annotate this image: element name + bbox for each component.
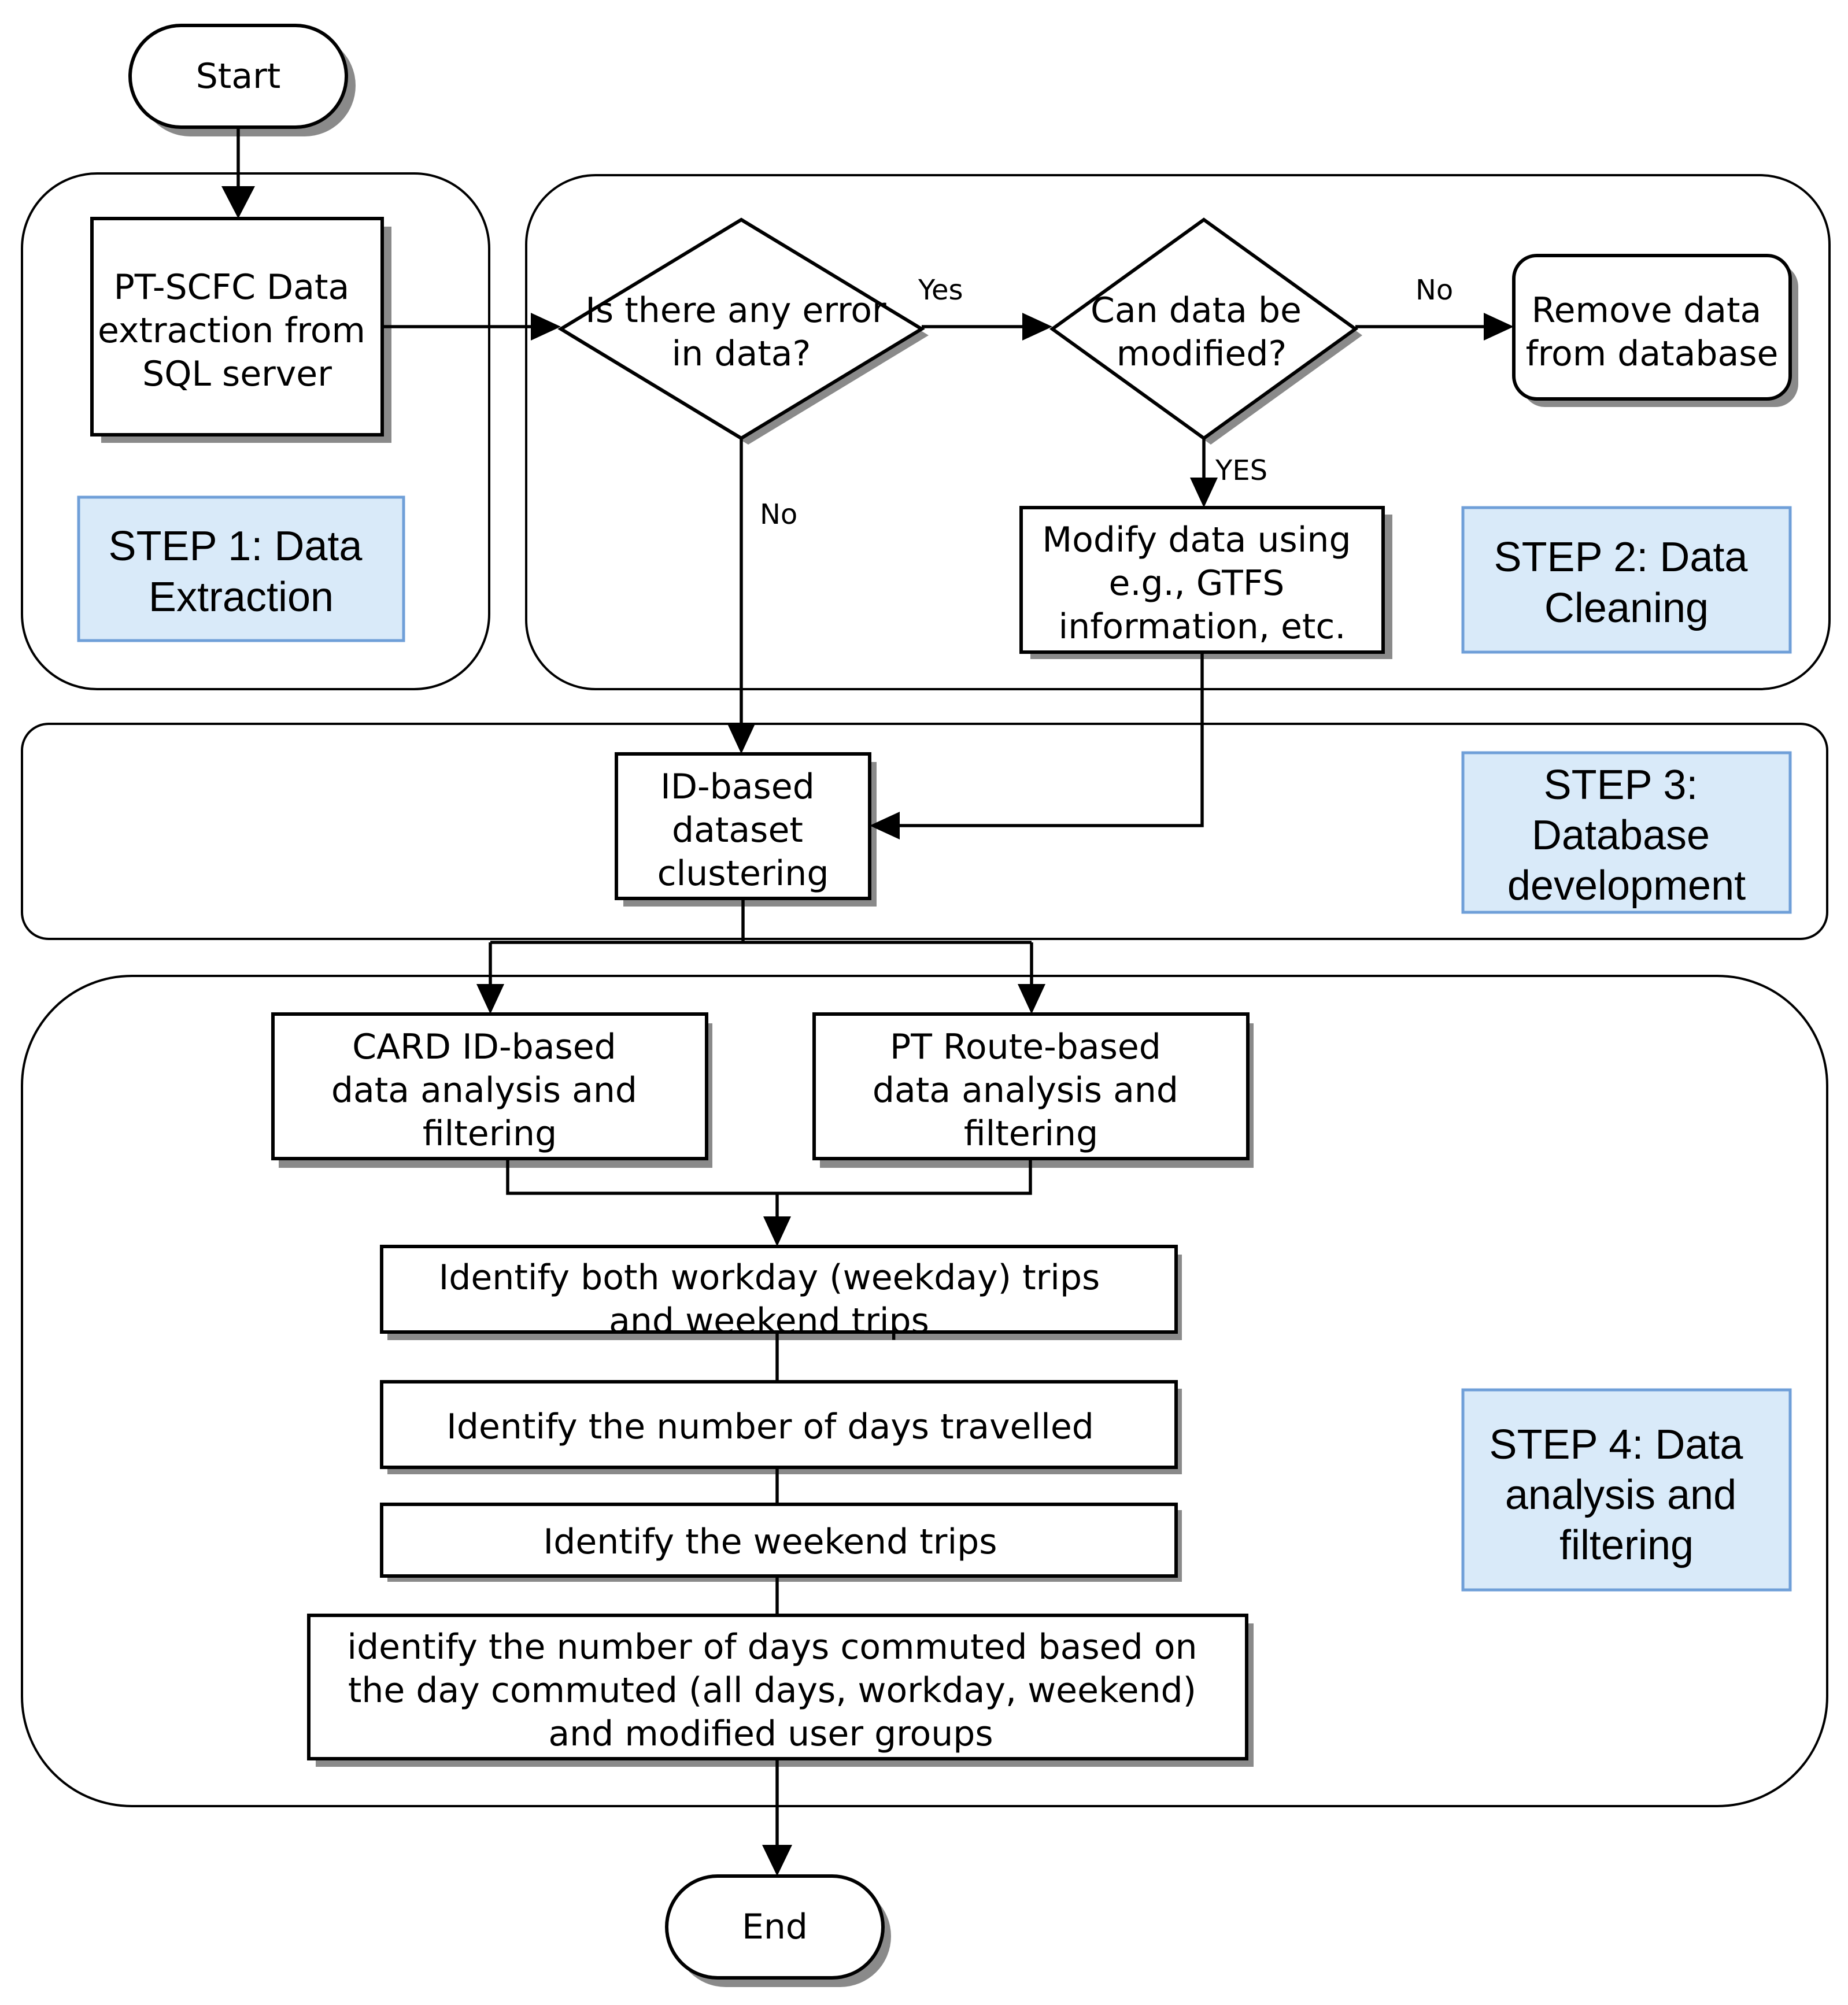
error-check-label: Is there any error in data? bbox=[585, 290, 897, 374]
connector-merge bbox=[506, 1159, 1032, 1195]
arrowhead-modify-cluster bbox=[870, 812, 900, 839]
end-node bbox=[665, 1874, 885, 1980]
connectors bbox=[236, 127, 1496, 1859]
identify-weekend-label: Identify the weekend trips bbox=[544, 1522, 997, 1562]
identify-commute-process bbox=[307, 1614, 1248, 1760]
arrowhead-modify-yes bbox=[1190, 478, 1218, 508]
identify-weekend-process bbox=[380, 1503, 1178, 1578]
step4-label-box bbox=[1461, 1388, 1792, 1592]
modify-data-process bbox=[1019, 506, 1385, 654]
step2-label-box bbox=[1461, 506, 1792, 654]
step3-label-box bbox=[1461, 751, 1792, 914]
connector-modify-cluster bbox=[887, 652, 1204, 827]
edge-label-modify-yes: YES bbox=[1215, 454, 1267, 487]
identify-commute-label: identify the number of days commuted bas… bbox=[347, 1627, 1208, 1754]
arrowhead-route-analysis bbox=[1018, 984, 1045, 1014]
arrowhead-end bbox=[762, 1845, 792, 1876]
edge-label-error-no: No bbox=[760, 498, 797, 531]
cluster-label: ID-based dataset clustering bbox=[657, 767, 829, 894]
arrowhead-start-extract bbox=[221, 186, 255, 219]
route-analysis-label: PT Route-based data analysis and filteri… bbox=[873, 1027, 1189, 1154]
route-analysis-process bbox=[812, 1012, 1250, 1160]
arrowhead-error-no bbox=[727, 724, 755, 754]
arrowhead-extract-error bbox=[531, 313, 561, 341]
stage3-container bbox=[21, 723, 1828, 940]
extract-label: PT-SCFC Data extraction from SQL server bbox=[98, 267, 376, 394]
card-analysis-label: CARD ID-based data analysis and filterin… bbox=[331, 1027, 648, 1154]
identify-days-process bbox=[380, 1380, 1178, 1469]
step1-label-box bbox=[77, 495, 405, 642]
arrowheads bbox=[221, 186, 1514, 1876]
identify-days-label: Identify the number of days travelled bbox=[446, 1407, 1094, 1447]
arrowhead-modify-no bbox=[1484, 313, 1514, 341]
cluster-process bbox=[615, 752, 871, 900]
step1-label: STEP 1: Data Extraction bbox=[109, 523, 374, 620]
end-label: End bbox=[742, 1907, 808, 1947]
card-analysis-process bbox=[271, 1012, 708, 1160]
edge-label-modify-no: No bbox=[1415, 274, 1453, 306]
identify-trips-process bbox=[380, 1245, 1178, 1334]
start-label: Start bbox=[196, 56, 281, 97]
step4-label: STEP 4: Data analysis and filtering bbox=[1490, 1422, 1755, 1569]
step2-label: STEP 2: Data Cleaning bbox=[1494, 534, 1760, 631]
remove-data-node bbox=[1512, 254, 1792, 401]
identify-trips-label: Identify both workday (weekday) trips an… bbox=[439, 1257, 1111, 1341]
arrowhead-card-analysis bbox=[476, 984, 504, 1014]
extract-process bbox=[90, 217, 384, 436]
arrowhead-error-yes bbox=[1022, 313, 1052, 341]
step3-label: STEP 3: Database development bbox=[1507, 762, 1746, 909]
modifiable-check-label: Can data be modified? bbox=[1091, 290, 1313, 374]
arrowhead-identify-trips bbox=[763, 1216, 791, 1246]
edge-label-error-yes: Yes bbox=[918, 274, 963, 306]
modify-data-label: Modify data using e.g., GTFS information… bbox=[1042, 520, 1362, 647]
remove-data-label: Remove data from database bbox=[1526, 290, 1779, 374]
